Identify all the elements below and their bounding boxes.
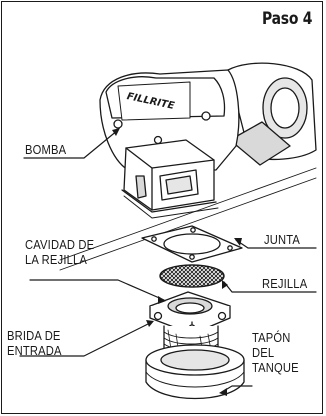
label-screen: REJILLA bbox=[262, 276, 308, 291]
assembly-guide-lines bbox=[59, 167, 317, 271]
tank-bung-drawing bbox=[145, 344, 245, 400]
label-tank-bung: TAPÓN DEL TANQUE bbox=[252, 330, 299, 375]
screen-drawing bbox=[159, 264, 225, 288]
label-gasket: JUNTA bbox=[264, 232, 301, 247]
pump-drawing: FILLRITE bbox=[99, 62, 317, 219]
label-inlet-flange: BRIDA DE ENTRADA bbox=[7, 328, 62, 358]
label-screen-cavity: CAVIDAD DE LA REJILLA bbox=[25, 237, 95, 267]
gasket-drawing bbox=[141, 225, 243, 263]
arrowheads bbox=[112, 128, 242, 396]
label-pump: BOMBA bbox=[25, 142, 67, 157]
step-title: Paso 4 bbox=[261, 9, 312, 29]
